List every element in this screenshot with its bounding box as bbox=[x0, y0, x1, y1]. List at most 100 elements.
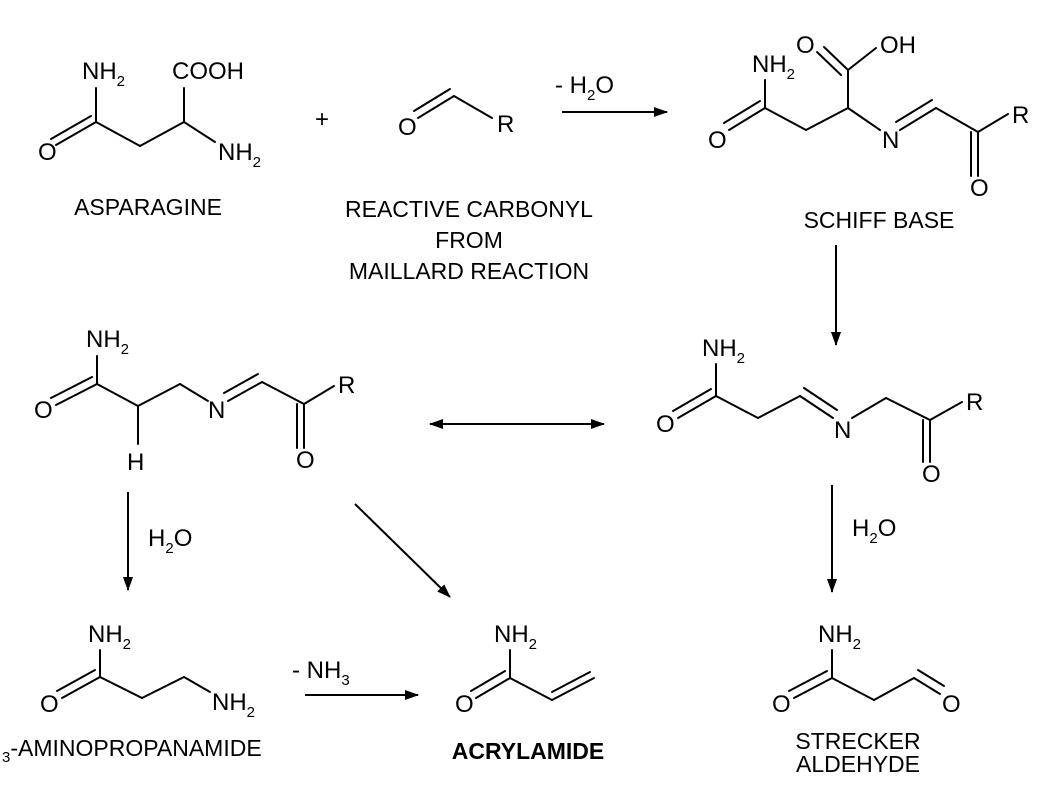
tautomer-left-h-label: H bbox=[127, 449, 144, 476]
acrylamide-nh2-label: NH2 bbox=[494, 621, 537, 653]
bond bbox=[50, 115, 92, 140]
bond bbox=[831, 677, 875, 701]
tautomer-left-o-label: O bbox=[34, 397, 53, 424]
bond bbox=[728, 107, 766, 131]
bond bbox=[899, 107, 937, 131]
bond bbox=[677, 395, 717, 419]
aminopropanamide-name: 3-AMINOPROPANAMIDE bbox=[2, 735, 262, 766]
bond bbox=[179, 383, 209, 402]
aminopropanamide-amine-label: NH2 bbox=[212, 689, 255, 721]
bond bbox=[803, 387, 838, 411]
strecker-name-line2: ALDEHYDE bbox=[796, 751, 920, 777]
bond bbox=[55, 383, 98, 406]
carbonyl-name-line1: REACTIVE CARBONYL bbox=[345, 196, 593, 222]
dehydration-step: - H2O bbox=[555, 72, 668, 117]
tautomer-right-n-label: N bbox=[834, 417, 851, 444]
bond bbox=[873, 677, 915, 701]
strecker-name-line1: STRECKER bbox=[795, 728, 920, 754]
asparagine-structure: NH2 COOH O NH2 ASPARAGINE bbox=[38, 58, 261, 220]
bond bbox=[913, 677, 941, 695]
bond bbox=[183, 676, 211, 693]
tautomer-right-r-label: R bbox=[966, 389, 983, 416]
bond bbox=[61, 676, 101, 699]
tautomer-left-nh2-label: NH2 bbox=[86, 326, 129, 358]
bond bbox=[929, 401, 963, 421]
bond bbox=[788, 670, 828, 692]
hydrolysis-left-step: H2O bbox=[123, 492, 192, 591]
bond bbox=[55, 121, 97, 146]
bond bbox=[475, 677, 511, 699]
tautomer-left-r-label: R bbox=[338, 372, 355, 399]
hydrolysis-right-reagent: H2O bbox=[852, 515, 896, 547]
tautomer-right-o-label: O bbox=[656, 411, 675, 438]
bond bbox=[50, 376, 93, 399]
acrylamide-o-label: O bbox=[455, 691, 474, 718]
asparagine-amine-label: NH2 bbox=[218, 139, 261, 171]
schiff-base-structure: O OH NH2 O N R O SCHIFF BASE bbox=[708, 32, 1029, 233]
bond bbox=[895, 99, 933, 123]
bond bbox=[470, 670, 506, 692]
bond bbox=[509, 677, 553, 701]
deamination-reagent: - NH3 bbox=[292, 657, 350, 689]
bond bbox=[847, 47, 877, 71]
asparagine-nh2-label: NH2 bbox=[82, 58, 125, 90]
bond bbox=[99, 676, 143, 699]
aminopropanamide-o-label: O bbox=[40, 691, 59, 718]
bond bbox=[805, 107, 849, 131]
bond bbox=[261, 381, 305, 405]
bond bbox=[851, 397, 887, 419]
bond bbox=[413, 88, 451, 112]
bond bbox=[793, 677, 833, 699]
bond bbox=[816, 51, 842, 76]
strecker-aldehyde-structure: NH2 O O STRECKER ALDEHYDE bbox=[772, 621, 961, 777]
bond bbox=[223, 373, 259, 394]
schiff-o-keto-label: O bbox=[970, 175, 989, 202]
tautomer-right-structure: NH2 O N R O bbox=[656, 335, 983, 488]
bond bbox=[885, 397, 931, 421]
carbonyl-name-line2: FROM bbox=[435, 227, 503, 253]
hydrolysis-left-reagent: H2O bbox=[148, 525, 192, 557]
carbonyl-r-label: R bbox=[497, 111, 514, 138]
bond bbox=[715, 395, 759, 419]
schiff-r-label: R bbox=[1012, 102, 1029, 129]
tautomer-right-nh2-label: NH2 bbox=[702, 335, 745, 367]
asparagine-o-label: O bbox=[38, 139, 57, 166]
tautomer-left-structure: NH2 O H N R O bbox=[34, 326, 355, 476]
dehydration-reagent: - H2O bbox=[555, 72, 614, 104]
bond bbox=[139, 121, 185, 147]
schiff-base-name: SCHIFF BASE bbox=[804, 207, 955, 233]
bond bbox=[672, 388, 712, 412]
bond bbox=[823, 46, 849, 71]
acrylamide-structure: NH2 O ACRYLAMIDE bbox=[452, 621, 604, 764]
bond bbox=[757, 395, 801, 419]
bond bbox=[977, 113, 1009, 133]
carbonyl-name-line3: MAILLARD REACTION bbox=[349, 258, 589, 284]
schiff-o-acid-label: O bbox=[796, 32, 815, 59]
bond bbox=[764, 107, 807, 131]
tautomer-right-o-keto-label: O bbox=[922, 461, 941, 488]
tautomer-to-acrylamide-arrow bbox=[354, 503, 451, 598]
bond bbox=[95, 121, 141, 147]
deamination-step: - NH3 bbox=[292, 657, 419, 700]
asparagine-name: ASPARAGINE bbox=[74, 194, 222, 220]
schiff-o-amide-label: O bbox=[708, 127, 727, 154]
carbonyl-o-label: O bbox=[398, 114, 417, 141]
carbonyl-structure: O R REACTIVE CARBONYL FROM MAILLARD REAC… bbox=[345, 88, 593, 284]
bond bbox=[551, 671, 591, 693]
tautomer-left-n-label: N bbox=[208, 397, 225, 424]
bond bbox=[453, 95, 493, 119]
bond bbox=[137, 383, 181, 407]
aminopropanamide-nh2-label: NH2 bbox=[88, 621, 131, 653]
bond bbox=[183, 121, 216, 143]
bond bbox=[417, 95, 455, 119]
bond bbox=[227, 381, 263, 402]
bond bbox=[799, 395, 834, 419]
bond bbox=[56, 669, 96, 692]
bond bbox=[847, 107, 881, 131]
strecker-nh2-label: NH2 bbox=[818, 621, 861, 653]
bond bbox=[141, 676, 185, 699]
acrylamide-name: ACRYLAMIDE bbox=[452, 738, 604, 764]
bond bbox=[723, 100, 761, 124]
bond bbox=[551, 677, 595, 701]
